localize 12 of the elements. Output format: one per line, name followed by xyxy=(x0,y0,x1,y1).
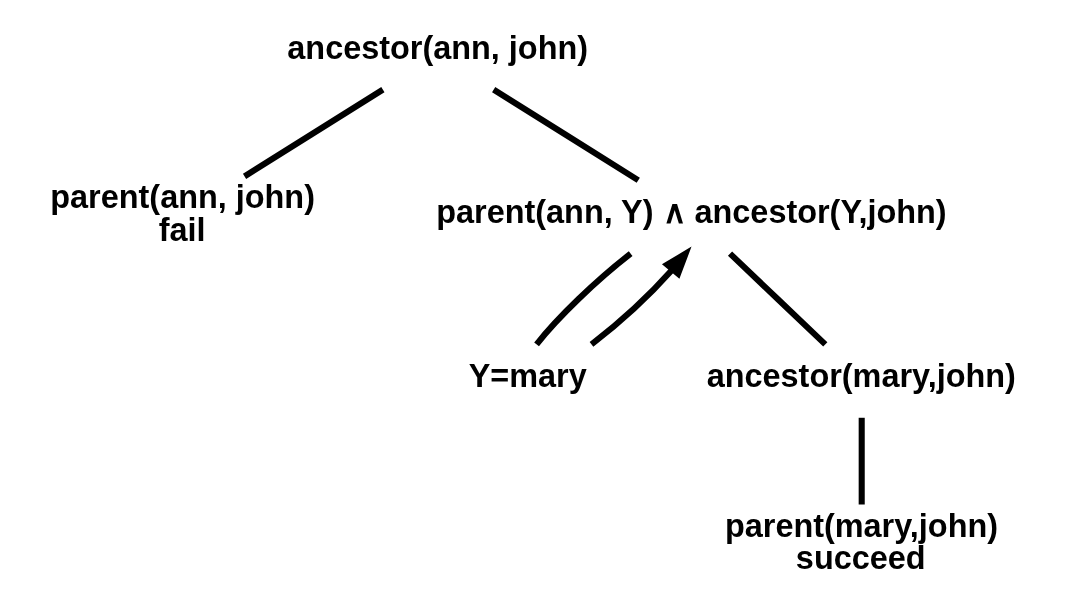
node-text: parent(ann, Y) ∧ ancestor(Y,john) xyxy=(435,193,947,230)
connector xyxy=(727,251,827,347)
node-text: ancestor(ann, john) xyxy=(286,29,588,66)
connector xyxy=(533,251,633,347)
connector xyxy=(491,87,640,183)
connector xyxy=(242,87,384,179)
arrow xyxy=(589,246,692,347)
node-text: parent(ann, john) fail xyxy=(49,179,315,248)
connector xyxy=(858,417,865,505)
node-text: Y=mary xyxy=(468,357,587,394)
node-text: parent(mary,john) succeed xyxy=(724,507,998,577)
node-text: ancestor(mary,john) xyxy=(706,357,1016,394)
